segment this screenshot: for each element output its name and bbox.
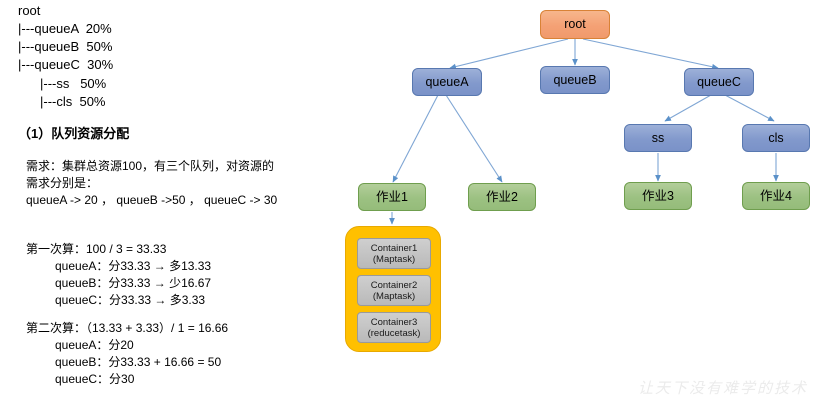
container-item-1[interactable]: Container1 (Maptask) — [357, 238, 431, 269]
node-queueb[interactable]: queueB — [540, 66, 610, 94]
tree-text-ss: |---ss 50% — [40, 76, 107, 91]
node-ss[interactable]: ss — [624, 124, 692, 152]
tree-text-queuec: |---queueC 30% — [18, 57, 114, 72]
container-item-2-task: (Maptask) — [372, 290, 416, 302]
diagram-edges — [389, 38, 779, 225]
pass2-title: 第二次算：（13.33 + 3.33）/ 1 = 16.66 — [26, 321, 229, 335]
pass2-item-queueb: queueB：分33.33 + 16.66 = 50 — [55, 355, 222, 369]
container-item-3[interactable]: Container3 (reducetask) — [357, 312, 431, 343]
container-item-1-name: Container1 — [370, 242, 418, 254]
container-item-3-name: Container3 — [370, 316, 418, 328]
watermark-text: 让天下没有难学的技术 — [637, 379, 808, 397]
container-item-3-task: (reducetask) — [367, 327, 421, 339]
node-job3[interactable]: 作业3 — [624, 182, 692, 210]
tree-text-cls: |---cls 50% — [40, 94, 106, 109]
pass1-title: 第一次算：100 / 3 = 33.33 — [26, 242, 167, 256]
container-group: Container1 (Maptask) Container2 (Maptask… — [345, 226, 441, 352]
requirement-line-2: 需求分别是： — [26, 176, 99, 190]
node-root[interactable]: root — [540, 10, 610, 39]
requirement-line-1: 需求：集群总资源100，有三个队列，对资源的 — [26, 159, 275, 173]
node-job4[interactable]: 作业4 — [742, 182, 810, 210]
pass1-item-queueb: queueB：分33.33 → 少16.67 — [55, 276, 212, 290]
requirement-line-3: queueA -> 20 ， queueB ->50 ， queueC -> 3… — [26, 193, 278, 207]
queue-hierarchy-diagram: root queueA queueB queueC ss cls 作业1 作业2… — [330, 0, 822, 410]
tree-text-root: root — [18, 3, 41, 18]
explanation-text-panel: root |---queueA 20% |---queueB 50% |---q… — [0, 0, 340, 410]
section-heading: （1）队列资源分配 — [18, 126, 130, 141]
node-job2[interactable]: 作业2 — [468, 183, 536, 211]
pass2-item-queuec: queueC：分30 — [55, 372, 135, 386]
pass1-item-queuec: queueC：分33.33 → 多3.33 — [55, 293, 206, 307]
container-item-1-task: (Maptask) — [372, 253, 416, 265]
pass2-item-queuea: queueA：分20 — [55, 338, 134, 352]
tree-text-queuea: |---queueA 20% — [18, 21, 112, 36]
tree-text-queueb: |---queueB 50% — [18, 39, 113, 54]
node-queuea[interactable]: queueA — [412, 68, 482, 96]
node-cls[interactable]: cls — [742, 124, 810, 152]
node-job1[interactable]: 作业1 — [358, 183, 426, 211]
container-item-2[interactable]: Container2 (Maptask) — [357, 275, 431, 306]
container-item-2-name: Container2 — [370, 279, 418, 291]
node-queuec[interactable]: queueC — [684, 68, 754, 96]
pass1-item-queuea: queueA：分33.33 → 多13.33 — [55, 259, 212, 273]
